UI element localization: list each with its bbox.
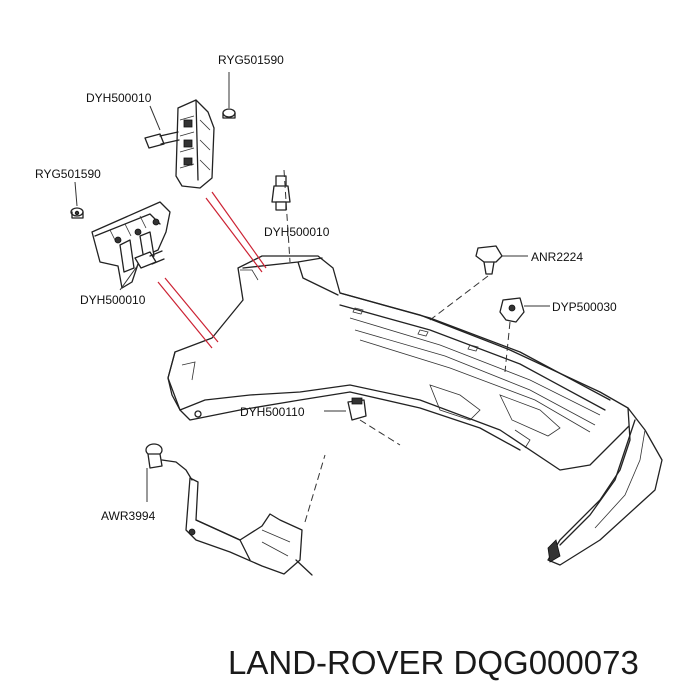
part-label-anr2224: ANR2224	[531, 250, 583, 264]
plug-icon	[145, 443, 193, 502]
part-label-ryg501590-top: RYG501590	[218, 53, 284, 67]
upper-mounting-bracket	[175, 99, 215, 189]
part-number-footer: LAND-ROVER DQG000073	[228, 644, 639, 681]
clip-icon	[429, 245, 528, 321]
screw-icon	[70, 181, 84, 219]
bolt-icon	[144, 105, 180, 149]
part-label-dyh500010-top: DYH500010	[86, 91, 152, 105]
clip-icon	[499, 297, 550, 373]
part-label-ryg501590-left: RYG501590	[35, 167, 101, 181]
rear-bumper-cover	[167, 255, 663, 566]
bolt-icon	[119, 250, 165, 291]
bolt-icon	[271, 169, 291, 263]
part-label-dyp500030: DYP500030	[552, 300, 617, 314]
alignment-guides	[157, 191, 267, 349]
part-label-awr3994: AWR3994	[101, 509, 156, 523]
lower-bracket	[185, 454, 326, 576]
part-label-dyh500010-mid: DYH500010	[264, 225, 330, 239]
side-mounting-bracket	[91, 201, 171, 289]
part-label-dyh500010-left: DYH500010	[80, 293, 146, 307]
fastener-icon	[324, 397, 401, 446]
part-label-dyh500110: DYH500110	[240, 405, 305, 419]
screw-icon	[222, 72, 236, 119]
